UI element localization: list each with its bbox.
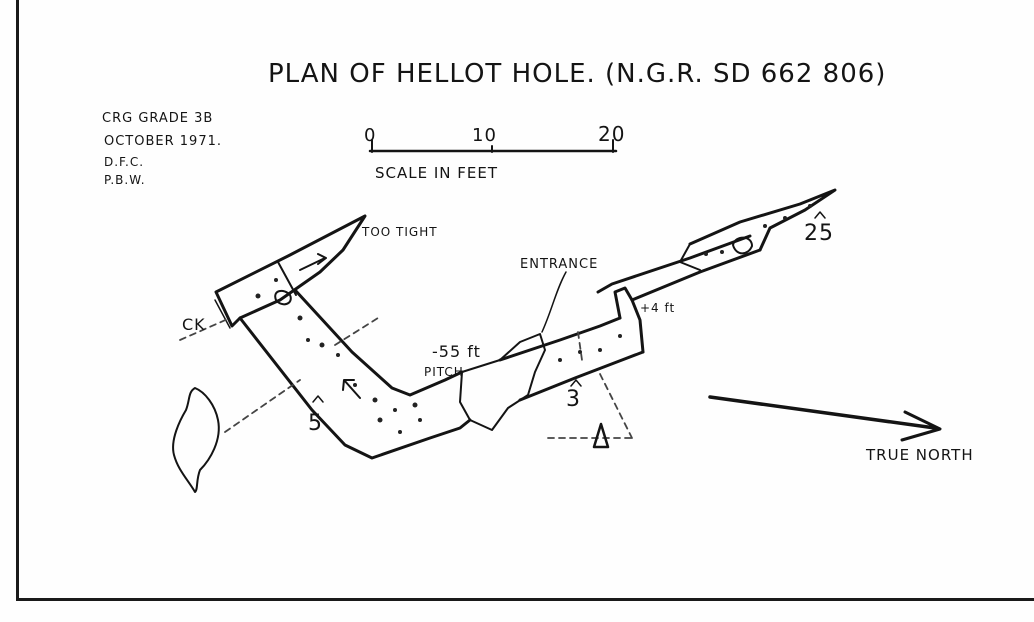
plan-title: PLAN OF HELLOT HOLE. (N.G.R. SD 662 806) <box>268 59 886 89</box>
scale-label: SCALE IN FEET <box>375 164 498 182</box>
boulder-choke <box>274 289 292 306</box>
station-5-label: 5 <box>308 411 323 436</box>
scale-tick-0: 0 <box>364 125 376 146</box>
grade-text: CRG GRADE 3B <box>102 111 213 126</box>
station-3-label: 3 <box>566 387 581 412</box>
slope-arrow <box>342 379 361 399</box>
cave-passage-outline <box>214 188 837 460</box>
frame-left-border <box>16 0 19 601</box>
entrance-label: ENTRANCE <box>520 257 598 272</box>
entrance-pointer <box>541 271 567 333</box>
frame-bottom-border <box>16 598 1034 601</box>
too-tight-arrow <box>299 253 327 271</box>
step-label: +4 ft <box>640 301 675 315</box>
station-3-hat <box>570 379 582 387</box>
section-line-2 <box>277 261 297 296</box>
ck-label: CK <box>182 315 206 334</box>
scale-tick-20: 20 <box>598 122 625 146</box>
too-tight-label: TOO TIGHT <box>361 225 438 239</box>
survey-triangle-icon <box>592 422 610 449</box>
true-north-label: TRUE NORTH <box>865 446 974 464</box>
true-north-arrow-icon <box>708 395 942 442</box>
station-25-label: 25 <box>804 221 834 246</box>
surveyor-1-text: D.F.C. <box>104 155 144 169</box>
section-line-1 <box>214 299 231 329</box>
scale-bar: 0 10 20 SCALE IN FEET <box>364 122 625 182</box>
passage-dots <box>255 204 812 434</box>
scale-tick-10: 10 <box>472 125 497 146</box>
station-25-hat <box>814 211 826 219</box>
surveyor-2-text: P.B.W. <box>104 173 146 187</box>
survey-dashed-lines <box>179 317 633 439</box>
pitch-depth-label: -55 ft <box>432 342 481 361</box>
separate-chamber <box>172 387 220 493</box>
date-text: OCTOBER 1971. <box>104 134 222 149</box>
pitch-label: PITCH <box>424 365 464 379</box>
station-5-hat <box>312 395 324 403</box>
